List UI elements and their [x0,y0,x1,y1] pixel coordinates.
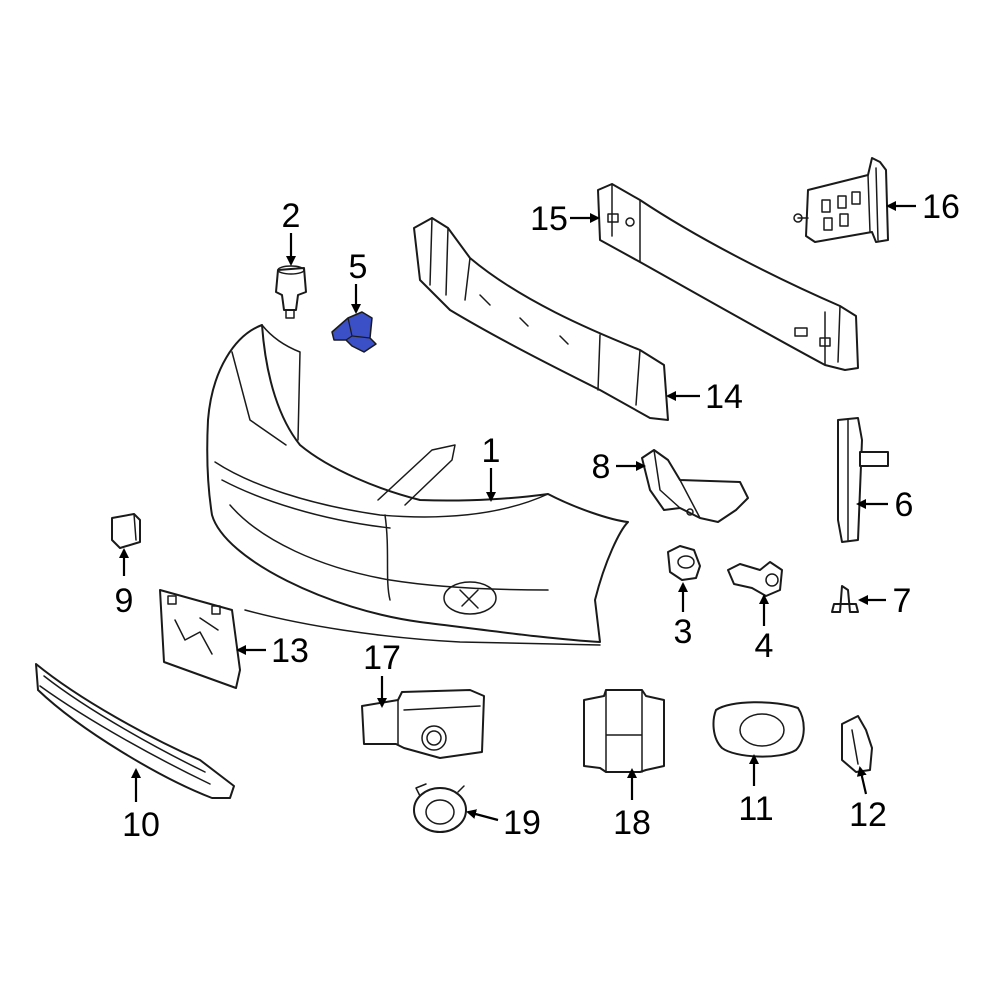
callout-12: 12 [849,796,887,834]
part-7-push-rivet[interactable] [831,585,859,613]
part-19-retainer-ring[interactable] [413,783,467,833]
callout-labels: 1 2 3 4 5 6 7 8 9 10 11 12 13 14 15 16 1… [115,188,960,844]
part-17-sensor[interactable] [361,689,485,759]
part-3-clip[interactable] [667,545,701,581]
part-10-grille[interactable] [35,663,235,799]
callout-11: 11 [738,790,773,828]
callout-7: 7 [893,582,912,620]
callout-16: 16 [922,188,960,226]
callout-15: 15 [530,200,568,238]
part-16-bracket[interactable] [793,157,889,243]
callout-2: 2 [282,197,301,235]
callout-4: 4 [755,627,774,665]
callout-5: 5 [349,248,368,286]
part-5-bracket-highlighted[interactable] [331,311,377,353]
part-18-sensor-bracket[interactable] [583,689,665,773]
part-11-fog-bezel[interactable] [712,701,805,758]
part-8-side-bracket[interactable] [641,449,749,523]
leader-lines [119,201,916,822]
part-14-energy-absorber[interactable] [413,217,669,421]
part-12-small-bracket[interactable] [841,715,873,773]
callout-10: 10 [122,806,160,844]
callout-8: 8 [592,448,611,486]
part-9-cap[interactable] [111,513,141,549]
part-15-reinforcement[interactable] [597,183,859,371]
callout-18: 18 [613,804,651,842]
callout-13: 13 [271,632,309,670]
part-1-bumper-cover[interactable] [206,324,629,646]
part-4-clip[interactable] [727,561,783,597]
callout-17: 17 [363,639,401,677]
callout-1: 1 [482,432,501,470]
callout-14: 14 [705,378,743,416]
callout-19: 19 [503,804,541,842]
callout-9: 9 [115,582,134,620]
part-2-fastener[interactable] [275,265,307,319]
callout-3: 3 [674,613,693,651]
callout-6: 6 [895,486,914,524]
part-6-retainer[interactable] [837,417,889,543]
part-13-license-bracket[interactable] [159,589,241,689]
